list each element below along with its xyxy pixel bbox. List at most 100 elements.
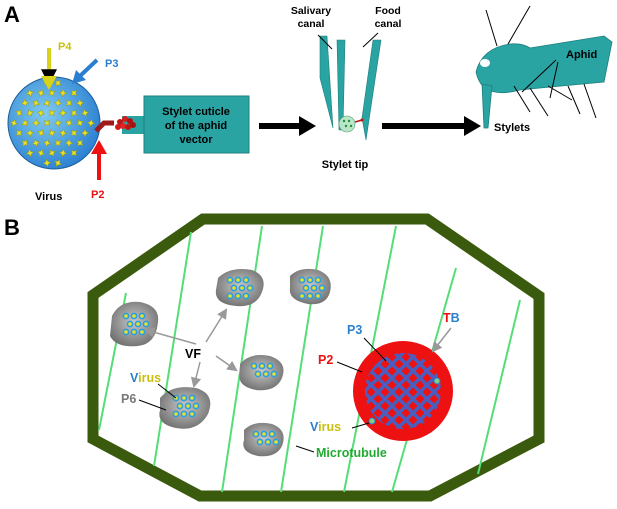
capsid-star: [64, 138, 74, 148]
virion-core: [236, 278, 240, 282]
capsid-star: [58, 88, 68, 98]
virion-core: [240, 286, 244, 290]
virus-right-v: V: [310, 420, 319, 434]
virion-core: [132, 314, 136, 318]
virion-core: [140, 314, 144, 318]
virion-core: [128, 322, 132, 326]
salivary-label-1: Salivary: [291, 5, 331, 17]
virus-label-right: Virus: [310, 420, 341, 434]
virion-core: [140, 330, 144, 334]
capsid-star: [76, 139, 84, 147]
virion-core: [312, 286, 316, 290]
virion-core: [194, 404, 198, 408]
capsid-star: [26, 88, 34, 98]
virion-core: [300, 278, 304, 282]
p3-b-pointer: [363, 337, 387, 362]
transmission-body: [353, 341, 453, 441]
stylet-tip-drawing: [319, 35, 382, 141]
virion-core: [304, 286, 308, 290]
virion-core: [254, 432, 258, 436]
microtubule-pointer: [295, 445, 315, 453]
p2-link: [94, 120, 114, 133]
p2-b-label: P2: [318, 353, 333, 367]
capsid-star: [71, 150, 77, 156]
capsid-star: [42, 158, 52, 168]
virus-right-pointer: [351, 422, 370, 429]
p4-label: P4: [58, 41, 72, 53]
capsid-star: [43, 139, 51, 147]
p2-label: P2: [91, 189, 104, 201]
capsid-star: [80, 128, 90, 138]
virus-left-rest: irus: [138, 371, 161, 385]
flow-arrow-1-head: [299, 116, 316, 136]
virion-core: [186, 404, 190, 408]
virion-core: [132, 330, 136, 334]
capsid-star: [48, 149, 56, 157]
capsid-star: [32, 139, 40, 147]
stylet-tip-label: Stylet tip: [322, 159, 369, 171]
p6-pointer: [138, 399, 167, 411]
p2-arrowhead: [91, 140, 107, 154]
capsid-star: [31, 118, 41, 128]
capsid-star: [70, 109, 78, 117]
p4-arrowhead: [41, 76, 57, 90]
capsid-star: [43, 99, 51, 107]
virion-core: [236, 294, 240, 298]
food-label-2: canal: [375, 18, 402, 30]
virion-core: [144, 322, 148, 326]
virion-core: [316, 278, 320, 282]
capsid-star: [26, 109, 34, 117]
capsid-star: [37, 149, 45, 157]
p6-label: P6: [121, 392, 136, 406]
virion-core: [232, 286, 236, 290]
capsid-star: [20, 98, 30, 108]
virion-core: [274, 440, 278, 444]
virion-core: [260, 364, 264, 368]
aphid-label: Aphid: [566, 49, 597, 61]
capsid-star: [25, 148, 35, 158]
capsid-star: [32, 99, 40, 107]
tb-label: TB: [443, 311, 460, 325]
capsid-star: [76, 119, 84, 127]
capsid-star: [81, 108, 89, 118]
virion-core: [190, 412, 194, 416]
capsid-star: [65, 119, 73, 127]
flow-arrow-1-shaft: [259, 123, 301, 129]
stylet-cuticle-box: [143, 95, 250, 154]
virus-label-left: Virus: [130, 371, 161, 385]
capsid-star: [37, 129, 45, 137]
salivary-label-2: canal: [298, 18, 325, 30]
capsid-star: [16, 129, 22, 137]
virus-label: Virus: [35, 191, 62, 203]
capsid-star: [54, 139, 62, 147]
virion-core: [270, 432, 274, 436]
capsid-star: [70, 89, 78, 97]
capsid-star: [36, 108, 46, 118]
virion-core: [268, 364, 272, 368]
p3-b-label: P3: [347, 323, 362, 337]
panel-a-letter: A: [4, 2, 20, 27]
aphid-drawing: [475, 5, 613, 129]
vf-arrows: [143, 308, 238, 389]
tb-b: B: [451, 311, 460, 325]
capsid-star: [43, 119, 51, 127]
capsid-star: [75, 98, 85, 108]
virion-core: [308, 278, 312, 282]
virion-core: [300, 294, 304, 298]
capsid-star: [48, 89, 56, 97]
cuticle-label-1: Stylet cuticle: [162, 106, 230, 118]
vf-label: VF: [185, 347, 201, 361]
virions: [122, 276, 326, 446]
capsid-star: [10, 119, 18, 127]
capsid-star: [58, 148, 68, 158]
virus-particle: [7, 76, 101, 170]
virion-core: [320, 286, 324, 290]
cuticle-label-2: of the aphid: [165, 120, 227, 132]
virion-core: [258, 440, 262, 444]
virion-core: [252, 364, 256, 368]
virion-core: [178, 404, 182, 408]
capsid-star: [54, 159, 62, 167]
virion-core: [266, 440, 270, 444]
capsid-star: [15, 109, 23, 117]
virion-core: [264, 372, 268, 376]
